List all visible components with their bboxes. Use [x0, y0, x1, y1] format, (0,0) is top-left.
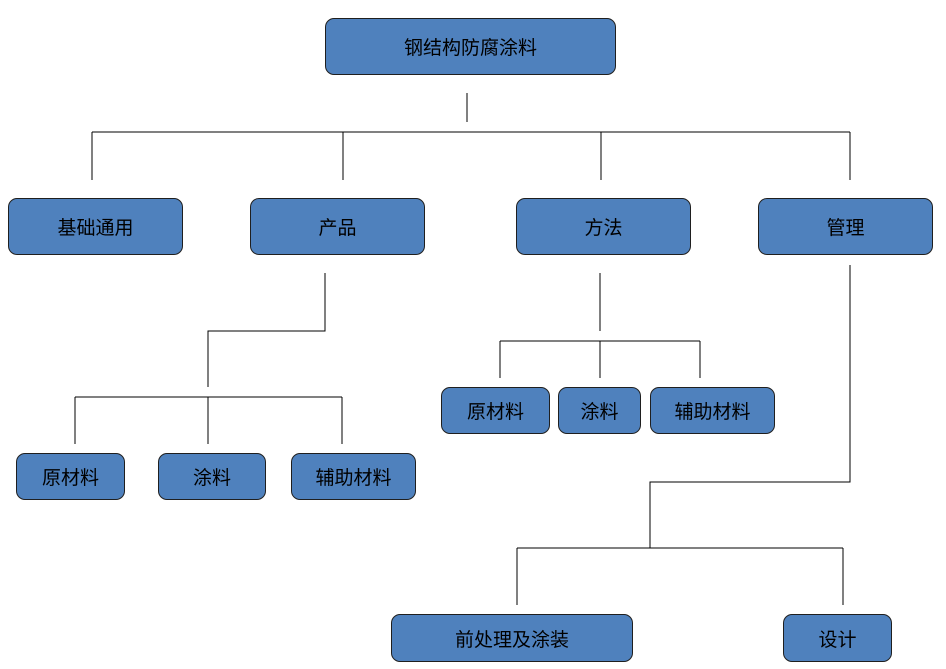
node-root-label: 钢结构防腐涂料	[403, 37, 537, 59]
node-root[interactable]: 钢结构防腐涂料	[325, 18, 616, 75]
node-product-coatings-label: 涂料	[192, 467, 231, 489]
node-basic-label: 基础通用	[57, 217, 134, 239]
node-product-auxiliary[interactable]: 辅助材料	[291, 453, 416, 500]
node-management[interactable]: 管理	[758, 198, 933, 255]
node-product[interactable]: 产品	[250, 198, 425, 255]
node-product-auxiliary-label: 辅助材料	[315, 467, 392, 489]
node-method-label: 方法	[584, 217, 623, 239]
connector-management-trunk	[649, 265, 851, 548]
node-method-raw-materials[interactable]: 原材料	[441, 387, 550, 434]
node-design[interactable]: 设计	[783, 614, 892, 662]
node-method[interactable]: 方法	[516, 198, 691, 255]
connector-product-trunk	[207, 273, 326, 387]
node-product-raw-materials-label: 原材料	[41, 467, 99, 489]
node-management-label: 管理	[826, 217, 865, 239]
node-pretreatment-coating-label: 前处理及涂装	[454, 628, 569, 651]
node-method-auxiliary-label: 辅助材料	[674, 401, 751, 423]
node-method-raw-materials-label: 原材料	[466, 401, 524, 423]
node-basic[interactable]: 基础通用	[8, 198, 183, 255]
node-product-label: 产品	[318, 217, 357, 239]
node-product-coatings[interactable]: 涂料	[158, 453, 266, 500]
node-product-raw-materials[interactable]: 原材料	[16, 453, 125, 500]
node-method-coatings[interactable]: 涂料	[558, 387, 641, 434]
node-method-coatings-label: 涂料	[580, 401, 619, 423]
node-pretreatment-coating[interactable]: 前处理及涂装	[391, 614, 633, 662]
node-method-auxiliary[interactable]: 辅助材料	[650, 387, 775, 434]
node-design-label: 设计	[818, 628, 857, 651]
